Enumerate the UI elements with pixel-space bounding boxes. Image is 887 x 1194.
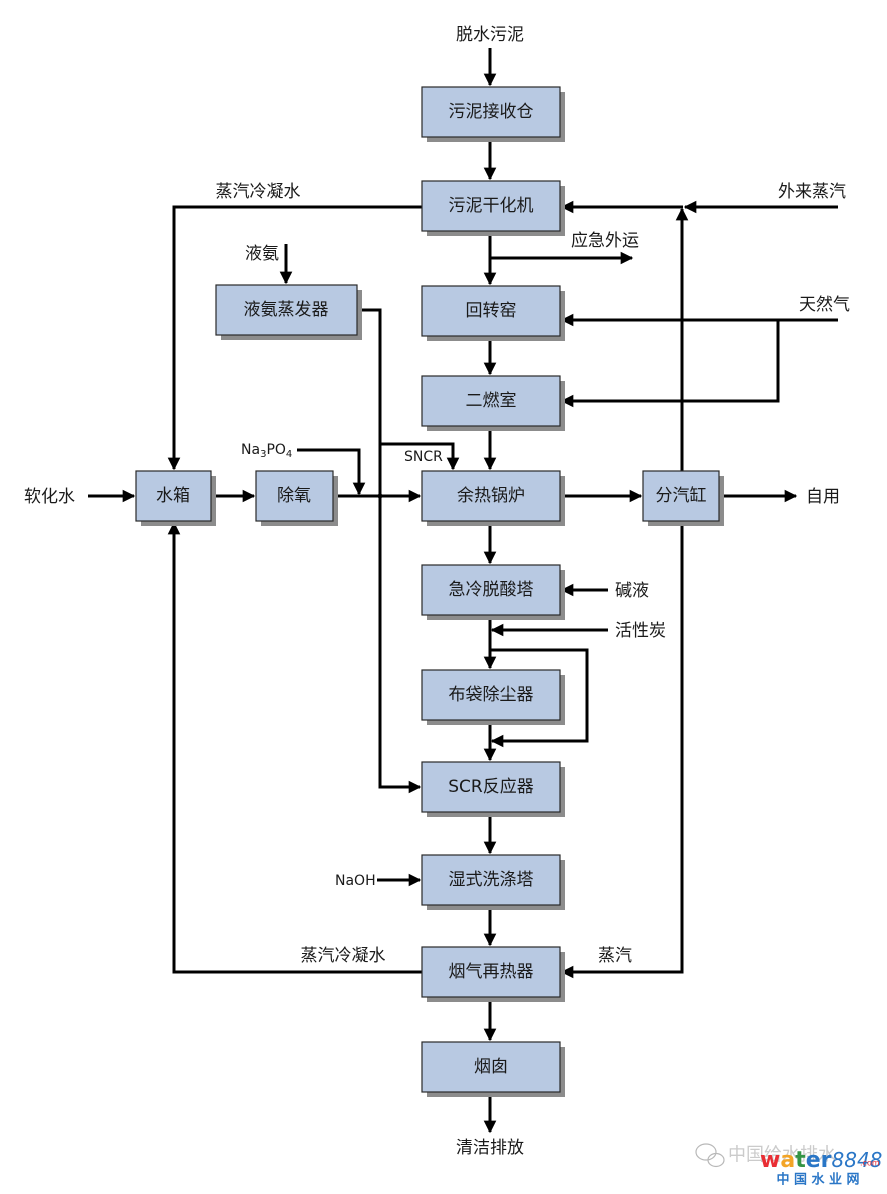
node-label: SCR反应器 bbox=[448, 777, 533, 797]
node-wet-scrubber[interactable]: 湿式洗涤塔 bbox=[421, 854, 565, 910]
node-quench-deacid-tower[interactable]: 急冷脱酸塔 bbox=[421, 564, 565, 620]
label-alkali: 碱液 bbox=[615, 581, 649, 601]
na3po4-po: PO bbox=[266, 442, 285, 458]
node-label: 布袋除尘器 bbox=[449, 685, 534, 705]
labels: 脱水污泥 蒸汽冷凝水 外来蒸汽 应急外运 液氨 天然气 Na3PO4 SNCR … bbox=[24, 25, 850, 1158]
watermark: 中国给水排水 water8848 .com 中 国 水 业 网 bbox=[695, 1143, 882, 1188]
node-label: 分汽缸 bbox=[656, 485, 707, 506]
label-steam-condensate-top: 蒸汽冷凝水 bbox=[216, 182, 301, 202]
node-water-tank[interactable]: 水箱 bbox=[135, 470, 216, 526]
node-label: 余热锅炉 bbox=[457, 486, 525, 506]
node-label: 回转窑 bbox=[466, 301, 517, 321]
node-deaerator[interactable]: 除氧 bbox=[255, 470, 338, 526]
node-sludge-dryer[interactable]: 污泥干化机 bbox=[421, 180, 565, 236]
label-liquid-ammonia: 液氨 bbox=[245, 244, 279, 264]
arrow-header-to-reheater bbox=[560, 521, 684, 979]
na3po4-sub3: 3 bbox=[260, 449, 266, 460]
node-label: 污泥接收仓 bbox=[449, 102, 534, 122]
node-label: 烟囱 bbox=[474, 1057, 508, 1077]
logo-number: 8848 bbox=[832, 1148, 883, 1172]
node-waste-heat-boiler[interactable]: 余热锅炉 bbox=[421, 470, 565, 526]
node-ammonia-evaporator[interactable]: 液氨蒸发器 bbox=[215, 284, 362, 340]
node-label: 水箱 bbox=[156, 486, 190, 506]
wechat-account-name: 中国给水排水 bbox=[728, 1145, 836, 1166]
logo-domain: .com bbox=[860, 1159, 880, 1168]
label-activated-carbon: 活性炭 bbox=[615, 621, 666, 641]
label-naoh: NaOH bbox=[335, 873, 376, 889]
crossing-dot bbox=[377, 493, 383, 499]
node-label: 二燃室 bbox=[466, 391, 517, 411]
node-label: 烟气再热器 bbox=[449, 962, 534, 982]
label-steam-condensate-bottom: 蒸汽冷凝水 bbox=[301, 946, 386, 966]
arrow-condensate-return bbox=[167, 521, 422, 974]
arrow-gas-to-chamber bbox=[560, 320, 780, 408]
node-flue-gas-reheater[interactable]: 烟气再热器 bbox=[421, 946, 565, 1002]
label-na3po4: Na3PO4 bbox=[241, 442, 292, 460]
label-softened-water: 软化水 bbox=[24, 487, 75, 507]
na3po4-na: Na bbox=[241, 442, 260, 458]
logo-w: w bbox=[760, 1148, 780, 1173]
arrow-condensate-to-tank bbox=[167, 205, 422, 471]
label-self-use: 自用 bbox=[806, 487, 840, 507]
node-label: 湿式洗涤塔 bbox=[449, 870, 534, 890]
label-sncr: SNCR bbox=[404, 449, 443, 465]
na3po4-sub4: 4 bbox=[286, 449, 292, 460]
label-dewatered-sludge: 脱水污泥 bbox=[456, 25, 524, 45]
node-chimney[interactable]: 烟囱 bbox=[421, 1041, 565, 1097]
site-cn-name: 中 国 水 业 网 bbox=[776, 1172, 859, 1188]
node-label: 除氧 bbox=[277, 486, 311, 506]
label-clean-discharge: 清洁排放 bbox=[456, 1138, 524, 1158]
node-rotary-kiln[interactable]: 回转窑 bbox=[421, 285, 565, 341]
nodes: 污泥接收仓 污泥干化机 回转窑 二燃室 余热锅炉 急冷脱酸塔 bbox=[135, 86, 724, 1097]
node-secondary-chamber[interactable]: 二燃室 bbox=[421, 375, 565, 431]
node-scr-reactor[interactable]: SCR反应器 bbox=[421, 761, 565, 817]
node-label: 液氨蒸发器 bbox=[244, 300, 329, 320]
arrow-sncr bbox=[380, 442, 460, 471]
label-steam: 蒸汽 bbox=[598, 946, 632, 966]
connectors bbox=[88, 48, 838, 1134]
arrow-bagfilter-bypass bbox=[490, 648, 589, 748]
node-label: 急冷脱酸塔 bbox=[449, 580, 534, 600]
node-label: 污泥干化机 bbox=[449, 196, 534, 216]
label-external-steam: 外来蒸汽 bbox=[778, 182, 846, 202]
node-steam-header[interactable]: 分汽缸 bbox=[642, 470, 724, 526]
arrow-na3po4 bbox=[297, 448, 366, 496]
line-ammonia-main bbox=[357, 308, 422, 794]
label-emergency-transport: 应急外运 bbox=[571, 231, 639, 251]
label-natural-gas: 天然气 bbox=[799, 295, 850, 315]
node-bag-filter[interactable]: 布袋除尘器 bbox=[421, 669, 565, 725]
site-logo: water8848 bbox=[760, 1148, 882, 1173]
node-sludge-bin[interactable]: 污泥接收仓 bbox=[421, 86, 565, 142]
logo-t: t bbox=[795, 1148, 806, 1173]
logo-a: a bbox=[780, 1148, 795, 1173]
logo-er: er bbox=[806, 1148, 832, 1173]
wechat-icon bbox=[695, 1143, 725, 1168]
